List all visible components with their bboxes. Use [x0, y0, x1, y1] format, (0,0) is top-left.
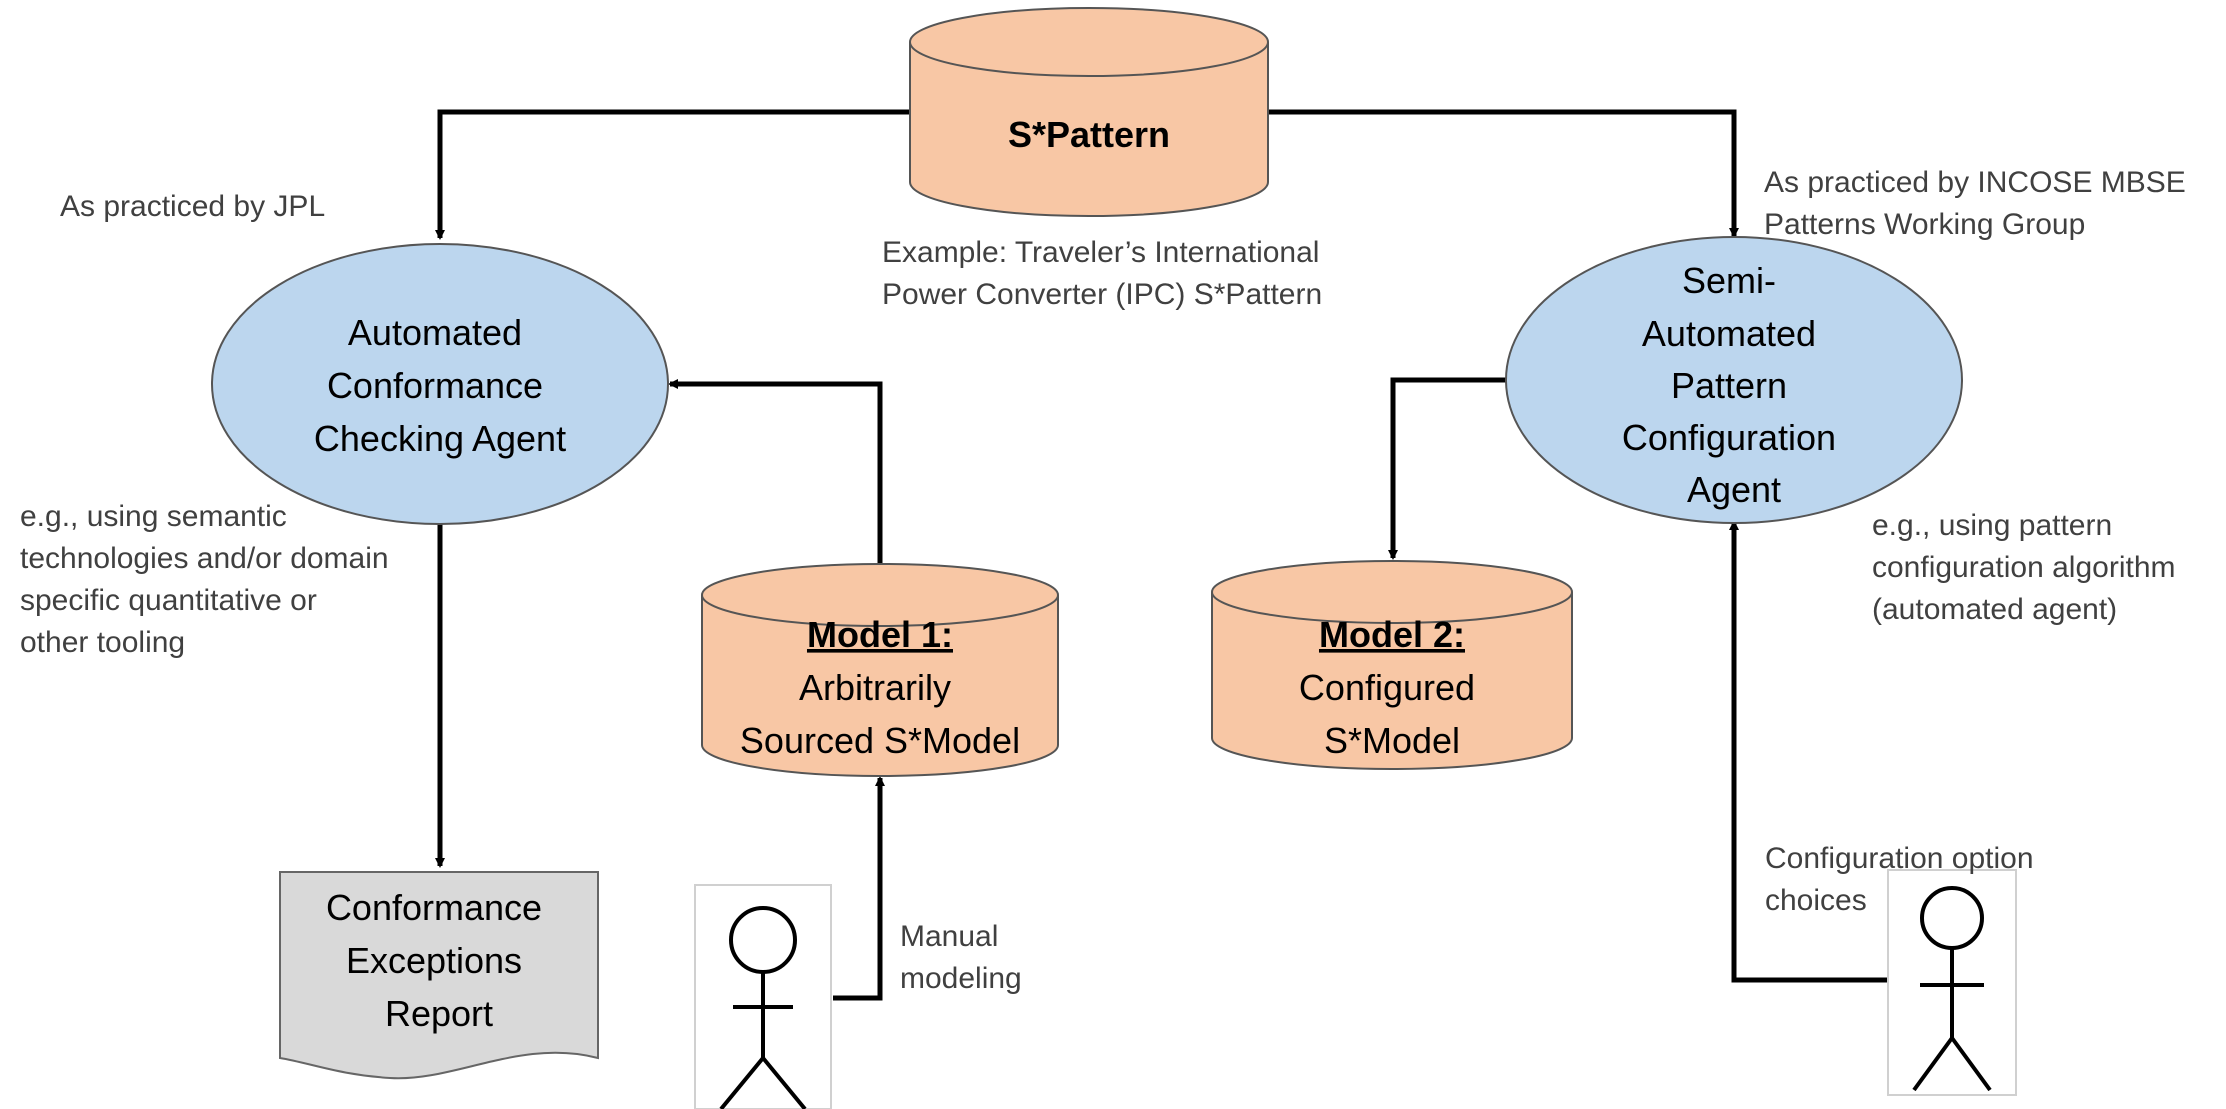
model-1-line: Sourced S*Model [740, 720, 1020, 761]
configuration-agent: Semi- Automated Pattern Configuration Ag… [1505, 236, 1963, 524]
arrow-pattern-to-conformance [435, 109, 910, 240]
model-1-title: Model 1: [807, 614, 953, 655]
report-line: Exceptions [346, 940, 522, 981]
report-line: Report [385, 993, 493, 1034]
conformance-agent-line: Automated [348, 312, 522, 353]
arrow-configuration-to-model2 [1388, 377, 1510, 560]
model-1-line: Arbitrarily [799, 667, 951, 708]
note-manual-modeling: Manual modeling [900, 920, 1022, 995]
conformance-agent-label: Automated Conformance Checking Agent [314, 312, 566, 459]
conformance-agent-line: Checking Agent [314, 418, 566, 459]
configuration-agent-line: Agent [1687, 469, 1781, 510]
configuration-agent-line: Automated [1642, 313, 1816, 354]
note-incose: As practiced by INCOSE MBSE Patterns Wor… [1764, 166, 2186, 241]
conformance-agent-line: Conformance [327, 365, 543, 406]
note-jpl: As practiced by JPL [60, 190, 326, 223]
arrow-manual-to-model1 [833, 776, 885, 1001]
arrow-choices-to-configuration [1729, 520, 1907, 983]
conformance-agent: Automated Conformance Checking Agent [211, 243, 669, 525]
note-semantic: e.g., using semantic technologies and/or… [20, 500, 389, 659]
note-configuration-choices: Configuration option choices [1765, 842, 2034, 917]
pattern-store-label: S*Pattern [1008, 114, 1170, 155]
connectors [435, 109, 1907, 1001]
model-2-cylinder: Model 2: Configured S*Model [1211, 560, 1573, 770]
model-1-cylinder: Model 1: Arbitrarily Sourced S*Model [701, 563, 1059, 777]
pattern-store-cylinder: S*Pattern [909, 7, 1269, 217]
report-document: Conformance Exceptions Report [279, 871, 599, 1080]
model-2-line: Configured [1299, 667, 1475, 708]
report-label: Conformance Exceptions Report [326, 887, 552, 1034]
model-2-line: S*Model [1324, 720, 1460, 761]
arrow-pattern-to-configuration [1268, 109, 1739, 238]
actor-manual-modeler-icon [694, 884, 832, 1109]
model-2-label: Configured S*Model [1299, 667, 1485, 761]
note-algorithm: e.g., using pattern configuration algori… [1872, 509, 2176, 626]
note-example: Example: Traveler’s International Power … [882, 236, 1323, 311]
configuration-agent-line: Configuration [1622, 417, 1836, 458]
report-line: Conformance [326, 887, 542, 928]
model-2-title: Model 2: [1319, 614, 1465, 655]
configuration-agent-label: Semi- Automated Pattern Configuration Ag… [1622, 260, 1846, 510]
configuration-agent-line: Semi- [1682, 260, 1776, 301]
configuration-agent-line: Pattern [1671, 365, 1787, 406]
actor-configuration-chooser-icon [1887, 869, 2017, 1096]
model-1-label: Arbitrarily Sourced S*Model [740, 667, 1020, 761]
arrow-model1-to-conformance [668, 379, 883, 564]
